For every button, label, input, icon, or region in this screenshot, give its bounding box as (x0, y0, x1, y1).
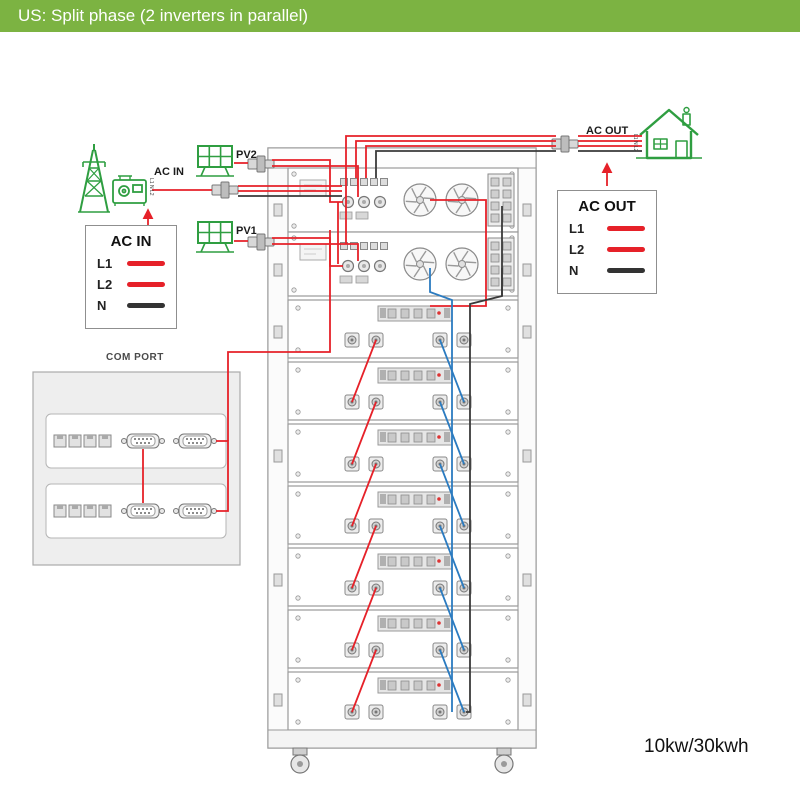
solar-panel-pv1-icon (195, 221, 235, 253)
legend-row-n: N (97, 298, 165, 313)
ac-out-legend: AC OUT L1 L2 N (557, 190, 657, 294)
legend-row-label: N (569, 263, 579, 278)
battery-stack (288, 300, 518, 730)
power-tower-icon (78, 144, 110, 213)
com-port-box (32, 371, 241, 566)
db9-connector (121, 433, 165, 449)
inverter-2 (288, 232, 518, 296)
black-wires (238, 150, 642, 713)
page-title: US: Split phase (2 inverters in parallel… (18, 6, 309, 25)
legend-row-label: N (97, 298, 107, 313)
legend-color-bar (607, 226, 645, 231)
legend-row-l1: L1 (569, 221, 645, 236)
legend-color-bar (127, 303, 165, 308)
com-port-label: COM PORT (106, 352, 164, 363)
ac-in-legend: AC IN L1 L2 N (85, 225, 177, 329)
ac-out-phase-marker: L1 N L2 (632, 134, 638, 152)
house-icon (636, 106, 702, 160)
ac-in-phase-marker: L1 N L2 (148, 178, 154, 196)
red-wires (142, 135, 642, 713)
ac-in-wire-label: AC IN (154, 166, 184, 178)
battery-module-6 (288, 610, 518, 668)
caster-wheel-left (290, 747, 310, 774)
cabinet-base (267, 729, 537, 749)
db9-connector (173, 433, 217, 449)
pv1-label: PV1 (236, 225, 257, 237)
db9-connector (173, 503, 217, 519)
capacity-label: 10kw/30kwh (644, 736, 749, 757)
legend-row-l2: L2 (97, 277, 165, 292)
db9-connector (121, 503, 165, 519)
legend-color-bar (127, 282, 165, 287)
title-bar: US: Split phase (2 inverters in parallel… (0, 0, 800, 32)
ac-out-wire-label: AC OUT (586, 125, 629, 137)
legend-row-n: N (569, 263, 645, 278)
battery-module-5 (288, 548, 518, 606)
battery-module-7 (288, 672, 518, 730)
com-ports-row-1 (53, 433, 217, 449)
blue-wires (429, 268, 465, 713)
legend-row-label: L2 (569, 242, 585, 257)
ac-out-connector-plug (551, 135, 579, 153)
battery-module-4 (288, 486, 518, 544)
battery-cabinet (267, 147, 537, 774)
caster-wheel-right (494, 747, 514, 774)
legend-row-label: L2 (97, 277, 113, 292)
com-ports-row-2 (53, 503, 217, 519)
legend-row-label: L1 (97, 256, 113, 271)
legend-pointer-arrows (142, 162, 613, 226)
legend-color-bar (127, 261, 165, 266)
legend-row-label: L1 (569, 221, 585, 236)
battery-module-2 (288, 362, 518, 420)
battery-module-3 (288, 424, 518, 482)
ac-in-legend-title: AC IN (110, 233, 152, 250)
ac-in-connector-plug (211, 181, 239, 199)
legend-color-bar (607, 247, 645, 252)
generator-icon (112, 175, 147, 206)
solar-panel-pv2-icon (195, 145, 235, 177)
legend-row-l1: L1 (97, 256, 165, 271)
legend-row-l2: L2 (569, 242, 645, 257)
ac-out-legend-title: AC OUT (578, 198, 636, 215)
legend-color-bar (607, 268, 645, 273)
pv2-label: PV2 (236, 149, 257, 161)
battery-module-1 (288, 300, 518, 358)
